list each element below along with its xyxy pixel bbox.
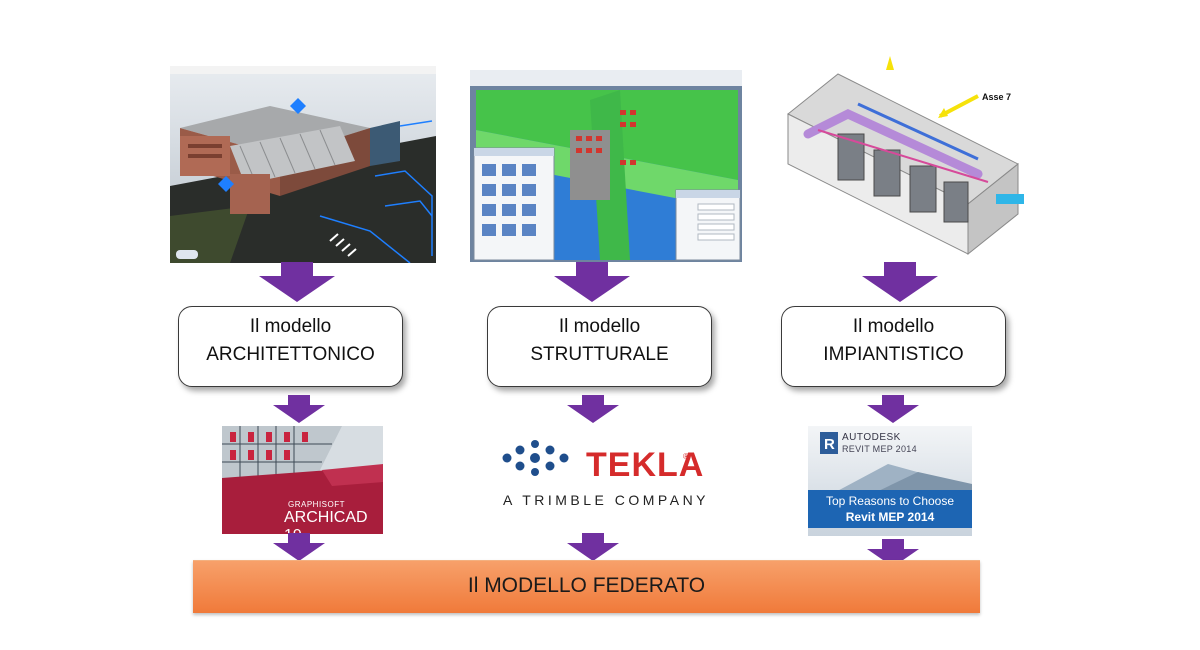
architectural-model-box: Il modello ARCHITETTONICO (178, 306, 403, 387)
arrow-down-icon (554, 262, 630, 302)
federated-model-label: Il MODELLO FEDERATO (467, 574, 706, 597)
arrow-down-icon (259, 262, 335, 302)
arrow-down-icon (273, 395, 325, 423)
model-type: STRUTTURALE (530, 344, 669, 365)
registered-mark: ® (683, 452, 689, 461)
revit-mep-logo: R AUTODESK REVIT MEP 2014 Top Reasons to… (808, 426, 972, 536)
archicad-product: ARCHICAD 19 (284, 509, 368, 534)
revit-banner-line1: Top Reasons to Choose (825, 494, 955, 508)
axis-label: Asse 7 (982, 92, 1011, 102)
model-label: Il modello (558, 316, 641, 337)
architectural-model-image (170, 66, 436, 263)
structural-model-box: Il modello STRUTTURALE (487, 306, 712, 387)
arrow-down-icon (862, 262, 938, 302)
mep-model-image: Asse 7 (778, 54, 1026, 276)
revit-r-icon: R (820, 432, 838, 454)
tekla-wordmark: TEKLA (586, 446, 705, 484)
archicad-logo: GRAPHISOFT ARCHICAD 19 (222, 426, 383, 534)
svg-text:R: R (824, 436, 835, 453)
revit-banner-line2: Revit MEP 2014 (845, 510, 935, 524)
federated-model-bar: Il MODELLO FEDERATO (193, 560, 980, 613)
arrow-down-icon (567, 395, 619, 423)
arrow-down-icon (867, 395, 919, 423)
model-label: Il modello (249, 316, 332, 337)
revit-banner: Top Reasons to Choose Revit MEP 2014 (808, 490, 972, 528)
archicad-building-graphic (222, 426, 383, 534)
revit-product: REVIT MEP 2014 (842, 444, 917, 454)
model-type: ARCHITETTONICO (206, 344, 375, 365)
arrow-down-icon (273, 533, 325, 561)
tekla-symbol-icon (502, 440, 569, 476)
arrow-down-icon (867, 539, 919, 567)
model-type: IMPIANTISTICO (823, 344, 964, 365)
arrow-down-icon (567, 533, 619, 561)
model-label: Il modello (852, 316, 935, 337)
archicad-brand: GRAPHISOFT (288, 500, 346, 509)
mep-model-box: Il modello IMPIANTISTICO (781, 306, 1006, 387)
structural-model-image (470, 70, 742, 262)
tekla-tagline: A TRIMBLE COMPANY (503, 492, 710, 508)
revit-brand: AUTODESK (842, 432, 901, 443)
